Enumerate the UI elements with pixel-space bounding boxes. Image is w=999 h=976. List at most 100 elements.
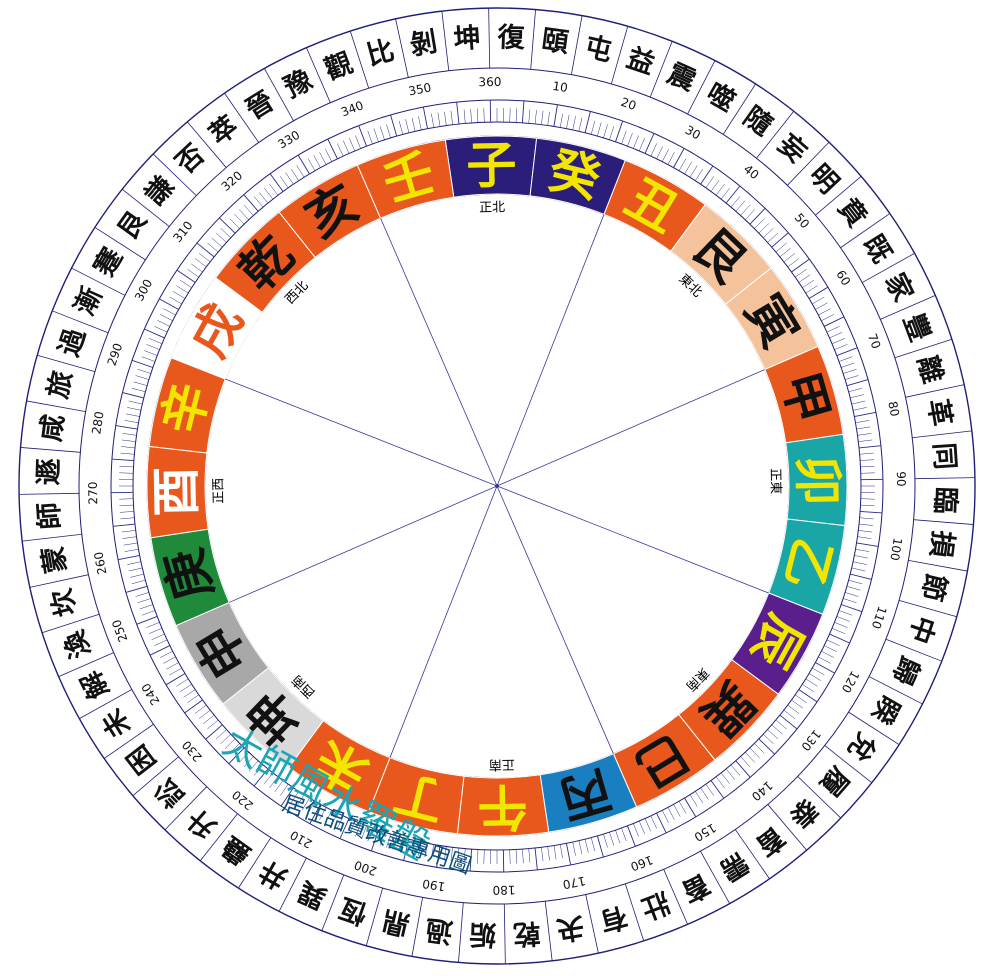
degree-tick: [720, 187, 730, 200]
compass-spoke: [380, 218, 498, 487]
direction-label-east: 正東: [767, 468, 783, 494]
degree-tick: [141, 610, 156, 616]
degree-tick: [418, 841, 422, 856]
degree-tick: [858, 439, 873, 442]
degree-tick: [194, 704, 207, 714]
hexagram-divider: [797, 776, 842, 819]
degree-tick: [824, 645, 837, 652]
hexagram-divider: [885, 638, 942, 662]
degree-tick: [821, 651, 834, 658]
degree-tick: [834, 344, 848, 350]
degree-tick: [547, 846, 550, 861]
degree-tick: [349, 820, 356, 835]
degree-label: 140: [749, 778, 775, 804]
degree-tick: [858, 445, 881, 449]
degree-tick: [437, 112, 441, 127]
degree-tick: [650, 143, 657, 157]
degree-tick: [476, 849, 479, 864]
degree-tick: [130, 573, 144, 578]
hexagram-divider: [306, 47, 331, 103]
degree-tick: [127, 407, 142, 411]
degree-tick: [307, 801, 316, 814]
degree-tick: [521, 100, 525, 123]
degree-tick: [715, 776, 725, 789]
hexagram-char: 震: [663, 58, 701, 98]
hexagram-divider: [530, 9, 536, 70]
hexagram-char: 益: [623, 43, 659, 81]
mountain-char: 午: [477, 777, 528, 837]
hexagram-char: 巽: [294, 875, 331, 914]
hexagram-divider: [365, 887, 384, 946]
degree-label: 40: [741, 162, 762, 182]
degree-label: 310: [170, 218, 195, 245]
degree-tick: [805, 678, 818, 687]
hexagram-divider: [122, 188, 170, 227]
degree-tick: [120, 517, 135, 520]
degree-label: 210: [288, 828, 315, 851]
degree-tick: [279, 176, 289, 188]
degree-tick: [843, 598, 857, 604]
hexagram-divider: [894, 338, 953, 359]
degree-tick: [119, 504, 134, 507]
degree-tick: [808, 286, 829, 299]
degree-label: 160: [629, 853, 655, 874]
hexagram-char: 畜: [677, 868, 715, 909]
degree-tick: [553, 845, 557, 860]
degree-tick: [373, 128, 379, 142]
degree-tick: [176, 269, 196, 283]
degree-tick: [852, 407, 867, 411]
hexagram-char: 泰: [782, 792, 824, 834]
hexagram-divider: [503, 903, 506, 964]
hexagram-divider: [395, 18, 409, 78]
hexagram-divider: [815, 176, 862, 216]
degree-tick: [203, 714, 215, 725]
degree-tick: [176, 678, 189, 687]
degree-tick: [319, 152, 327, 165]
degree-tick: [207, 719, 219, 730]
hexagram-divider: [278, 857, 307, 912]
degree-tick: [854, 555, 869, 559]
hexagram-divider: [898, 599, 957, 618]
degree-tick: [838, 610, 853, 616]
degree-tick: [290, 168, 299, 181]
degree-tick: [815, 662, 835, 674]
hexagram-divider: [224, 93, 260, 143]
degree-tick: [831, 338, 846, 345]
degree-label: 150: [692, 820, 719, 844]
hexagram-char: 屯: [582, 31, 615, 67]
degree-tick: [219, 217, 236, 234]
hexagram-char: 既: [857, 229, 898, 268]
hexagram-char: 困: [121, 739, 162, 779]
degree-tick: [695, 791, 704, 804]
hexagram-divider: [41, 613, 100, 634]
degree-tick: [553, 104, 558, 127]
degree-tick: [296, 794, 305, 807]
degree-tick: [812, 296, 825, 305]
degree-tick: [131, 579, 146, 585]
degree-tick: [812, 667, 825, 676]
degree-label: 70: [865, 332, 884, 351]
degree-tick: [205, 724, 223, 740]
degree-label: 170: [562, 874, 587, 892]
degree-tick: [834, 622, 848, 628]
degree-label: 20: [619, 95, 638, 113]
degree-tick: [313, 155, 321, 168]
degree-tick: [673, 148, 685, 168]
degree-tick: [264, 187, 274, 200]
degree-tick: [836, 616, 850, 622]
hexagram-divider: [687, 60, 716, 115]
degree-label: 330: [276, 128, 303, 152]
hexagram-char: 蠱: [216, 830, 256, 871]
degree-tick: [860, 510, 883, 514]
degree-tick: [457, 847, 460, 862]
hexagram-char: 解: [76, 666, 116, 704]
degree-tick: [229, 743, 240, 754]
hexagram-char: 觀: [321, 48, 357, 87]
degree-tick: [234, 213, 245, 225]
hexagram-char: 遯: [33, 458, 65, 486]
degree-tick: [470, 108, 472, 123]
hexagram-divider: [840, 213, 890, 249]
degree-tick: [450, 847, 453, 862]
ring-circle-2: [110, 99, 884, 873]
